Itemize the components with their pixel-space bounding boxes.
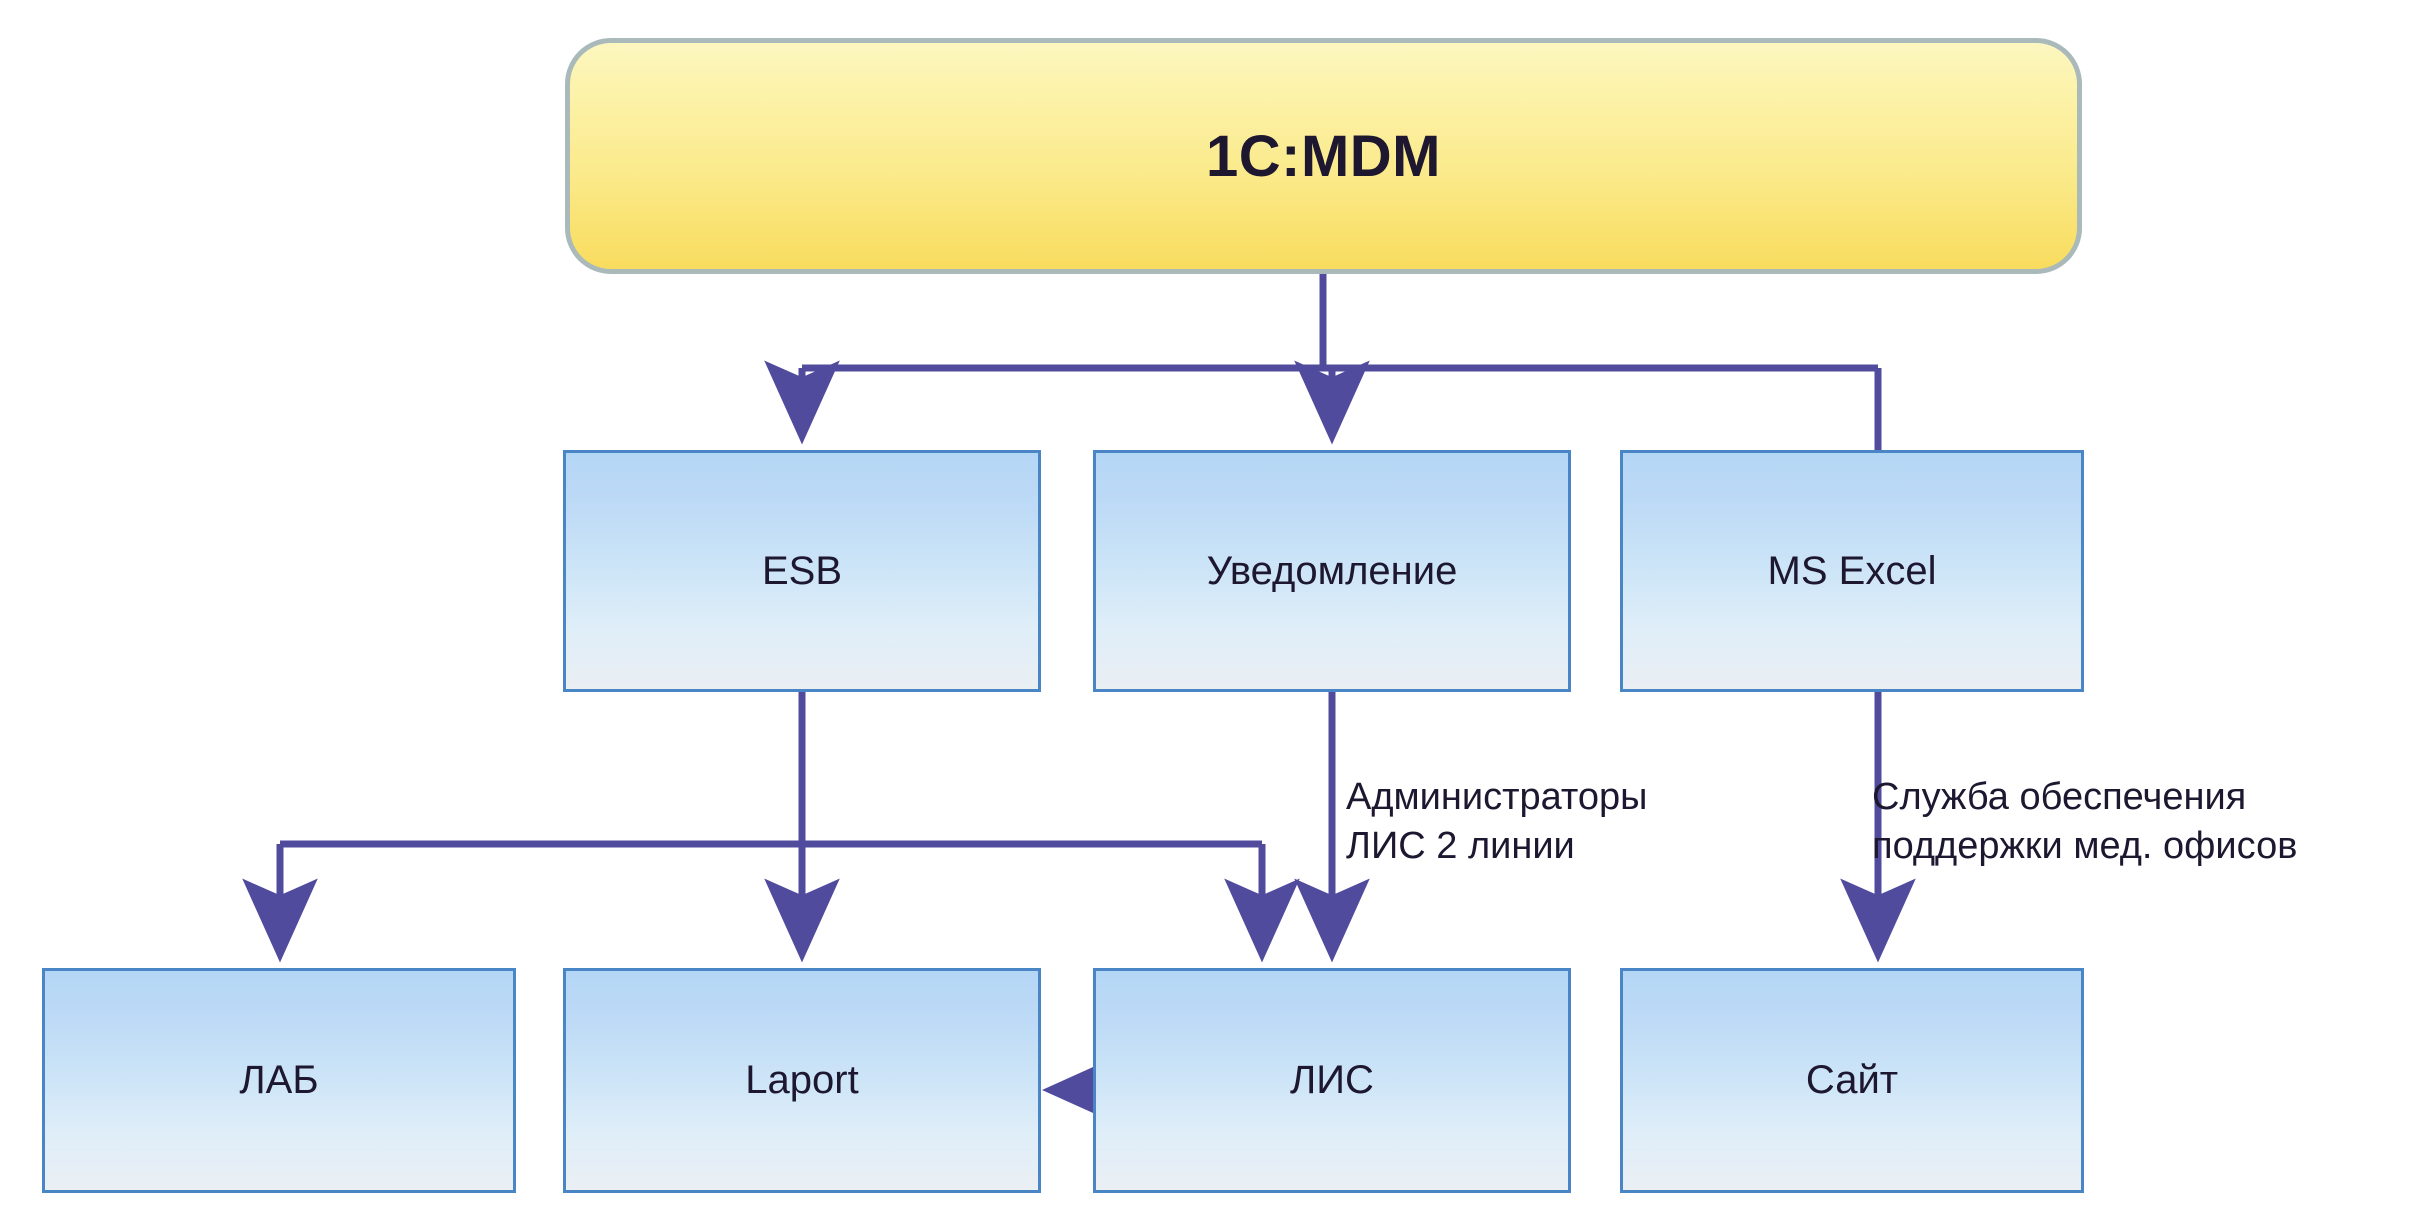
node-lis[interactable]: ЛИС	[1093, 968, 1571, 1193]
node-label-laport: Laport	[745, 1058, 859, 1102]
node-label-1c-mdm: 1C:MDM	[1206, 123, 1441, 189]
node-label-lis: ЛИС	[1290, 1058, 1374, 1102]
node-site[interactable]: Сайт	[1620, 968, 2084, 1193]
node-laport[interactable]: Laport	[563, 968, 1041, 1193]
node-label-ms-excel: MS Excel	[1767, 548, 1937, 593]
node-label-site: Сайт	[1805, 1058, 1899, 1102]
node-ms-excel[interactable]: MS Excel	[1620, 450, 2084, 692]
node-lab[interactable]: ЛАБ	[42, 968, 516, 1193]
edge-label-administrators-lis: Администраторы ЛИС 2 линии	[1346, 776, 1648, 867]
node-notification[interactable]: Уведомление	[1093, 450, 1571, 692]
node-1c-mdm[interactable]: 1C:MDM	[565, 38, 2082, 274]
node-label-lab: ЛАБ	[239, 1058, 319, 1102]
node-label-esb: ESB	[761, 548, 843, 593]
node-label-notification: Уведомление	[1206, 548, 1458, 593]
edge-label-support-service: Служба обеспечения поддержки мед. офисов	[1872, 776, 2298, 867]
node-esb[interactable]: ESB	[563, 450, 1041, 692]
